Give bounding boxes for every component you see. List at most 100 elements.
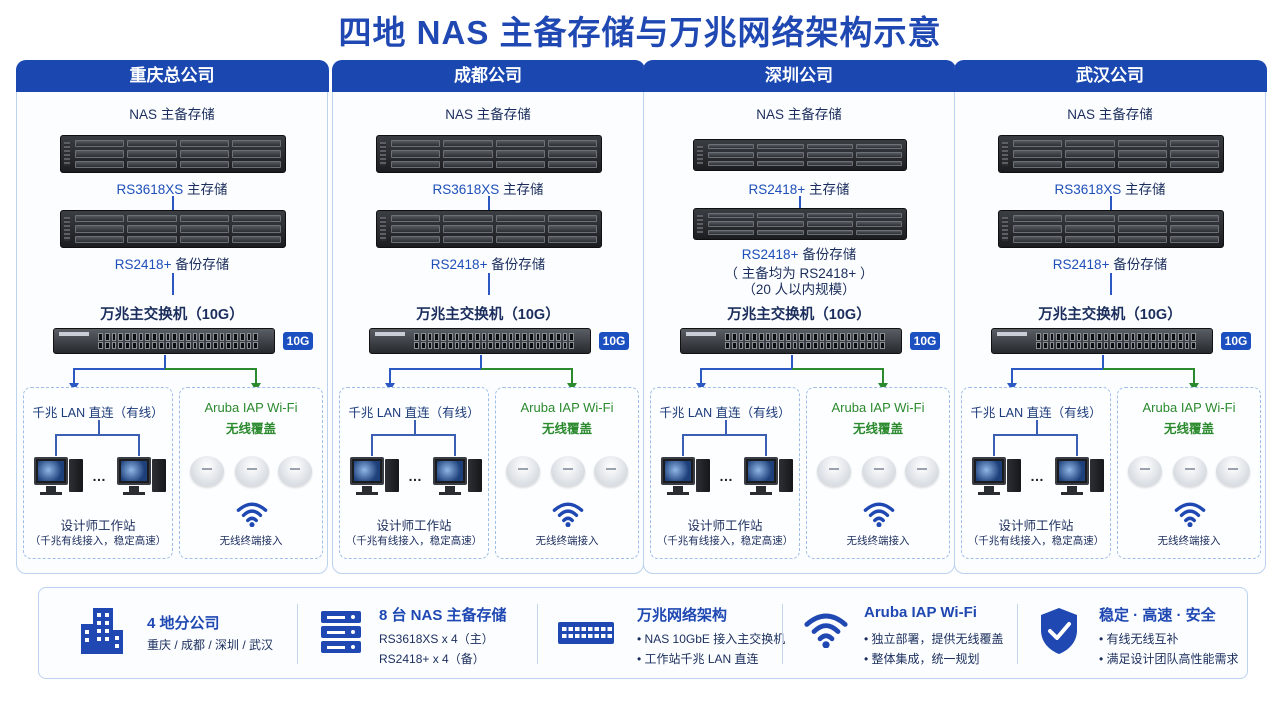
access-point-icon xyxy=(551,456,585,486)
drive-bay xyxy=(1169,215,1219,223)
summary-line: 重庆 / 成都 / 深圳 / 武汉 xyxy=(147,638,274,652)
more-dots: … xyxy=(719,468,733,484)
switch-brand-plate xyxy=(686,332,716,336)
switch-port xyxy=(246,341,252,349)
switch-port xyxy=(152,333,157,341)
switch-port xyxy=(725,333,730,341)
switch-port xyxy=(812,333,818,341)
drive-bay xyxy=(806,152,853,158)
switch-port xyxy=(434,341,439,349)
switch-port xyxy=(118,341,123,349)
switch-port xyxy=(246,333,252,341)
drive-bay xyxy=(179,140,229,148)
switch-port xyxy=(785,341,791,349)
drive-bay xyxy=(443,235,493,243)
summary-line: • 满足设计团队高性能需求 xyxy=(1099,652,1239,666)
switch-drop-line xyxy=(164,355,166,369)
switch-port xyxy=(1096,333,1102,341)
workstation-subtitle: （千兆有线接入，稳定高速） xyxy=(29,535,167,547)
switch-port xyxy=(131,333,137,341)
switch-port xyxy=(219,341,225,349)
workstation-icon xyxy=(744,457,794,497)
core-switch xyxy=(991,328,1213,354)
switch-port xyxy=(179,333,184,341)
backup-suffix: 备份存储 xyxy=(175,257,230,272)
drive-bay xyxy=(855,221,902,227)
more-dots: … xyxy=(92,468,106,484)
backup-nas xyxy=(60,210,286,248)
backup-nas-label: RS2418+ 备份存储 xyxy=(955,253,1265,273)
switch-port xyxy=(1123,341,1129,349)
summary-title: 稳定 · 高速 · 安全 xyxy=(1099,607,1216,624)
wifi-branch-line xyxy=(165,368,257,370)
switch-label: 万兆主交换机（10G） xyxy=(100,307,244,323)
switch-port xyxy=(185,341,191,349)
drive-bay xyxy=(1117,140,1167,148)
switch-port xyxy=(522,333,527,341)
drive-bay xyxy=(708,152,755,158)
drive-bay xyxy=(231,215,281,223)
drive-bay xyxy=(127,225,177,233)
switch-port xyxy=(508,333,514,341)
switch-port xyxy=(1164,341,1169,349)
switch-port xyxy=(1191,341,1196,349)
drive-bay xyxy=(231,160,281,168)
switch-port xyxy=(1157,333,1163,341)
switch-port xyxy=(199,333,204,341)
switch-port xyxy=(414,333,419,341)
drive-bay xyxy=(231,235,281,243)
wired-lan-box: 千兆 LAN 直连（有线）…设计师工作站（千兆有线接入，稳定高速） xyxy=(339,387,489,559)
switch-port xyxy=(779,341,784,349)
site-note: （20 人以内规模） xyxy=(742,282,856,297)
nas-switch-line xyxy=(488,273,490,295)
drive-bay xyxy=(1013,235,1063,243)
speed-badge: 10G xyxy=(283,332,313,350)
drive-bay xyxy=(1013,215,1063,223)
switch-port xyxy=(165,333,171,341)
primary-model: RS3618XS xyxy=(432,182,500,197)
switch-port xyxy=(806,341,811,349)
switch-port xyxy=(158,333,164,341)
switch-port xyxy=(535,341,541,349)
switch-port xyxy=(118,333,123,341)
site-name: 成都公司 xyxy=(331,59,645,92)
access-point-icon xyxy=(862,456,896,486)
page-title: 四地 NAS 主备存储与万兆网络架构示意 xyxy=(338,14,942,51)
switch-port xyxy=(819,333,825,341)
switch-port xyxy=(792,333,798,341)
drive-bay xyxy=(75,215,125,223)
switch-port xyxy=(481,341,487,349)
switch-port xyxy=(806,333,811,341)
switch-port xyxy=(1191,333,1196,341)
drive-bay xyxy=(1117,225,1167,233)
switch-port xyxy=(792,341,798,349)
drive-bay xyxy=(231,140,281,148)
switch-port xyxy=(427,333,433,341)
lan-tree-line xyxy=(682,434,684,456)
workstation-icon xyxy=(972,457,1022,497)
drive-bay xyxy=(443,160,493,168)
access-point-icon xyxy=(1173,456,1207,486)
switch-port xyxy=(1171,341,1176,349)
drive-bay xyxy=(495,160,545,168)
lan-tree-line xyxy=(55,434,57,456)
switch-port xyxy=(1063,341,1068,349)
switch-port xyxy=(873,333,879,341)
switch-ports xyxy=(98,333,258,349)
wifi-title: Aruba IAP Wi-Fi xyxy=(1142,400,1236,415)
wifi-icon xyxy=(802,610,850,653)
switch-port xyxy=(562,333,568,341)
switch-port xyxy=(206,333,211,341)
switch-port xyxy=(501,333,507,341)
switch-port xyxy=(880,341,885,349)
summary-line: • 有线无线互补 xyxy=(1099,632,1179,646)
drive-bay xyxy=(1065,140,1115,148)
switch-port xyxy=(772,333,777,341)
wifi-drop-line xyxy=(1193,368,1195,384)
switch-port xyxy=(1157,341,1163,349)
summary-item: 万兆网络架构• NAS 10GbE 接入主交换机• 工作站千兆 LAN 直连 xyxy=(549,588,785,680)
switch-port xyxy=(725,341,730,349)
primary-nas-label: RS3618XS 主存储 xyxy=(955,178,1265,198)
